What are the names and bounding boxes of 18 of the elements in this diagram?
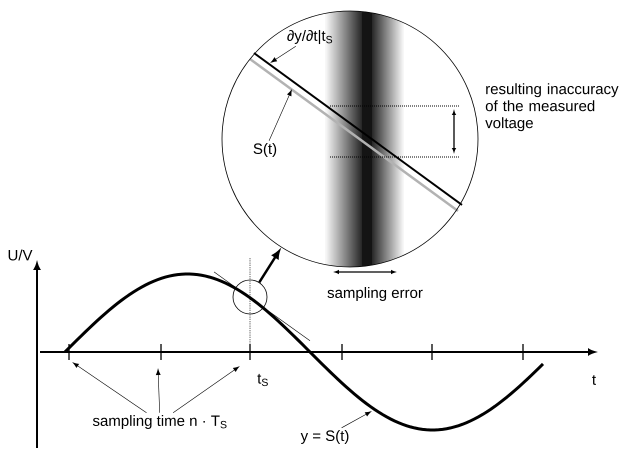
curve-label: S(t) xyxy=(254,143,276,157)
annotation-text: sampling time n · T$_{S}$ xyxy=(92,415,227,429)
leader-line xyxy=(341,411,372,428)
axis-label: t$_{S}$ xyxy=(257,374,268,386)
leader-line xyxy=(270,46,296,63)
annotation-text: resulting inaccuracy of the measured voltage xyxy=(485,83,619,132)
leader-line xyxy=(72,362,147,414)
magnified-view-circle xyxy=(222,10,478,268)
axis-label: t xyxy=(592,375,596,385)
leader-line xyxy=(156,368,161,414)
annotation-text: sampling error xyxy=(328,287,423,301)
leader-line xyxy=(268,90,292,142)
leader-line xyxy=(172,366,240,414)
curve-label: y = S(t) xyxy=(300,430,348,444)
arrow xyxy=(258,250,280,283)
magnifier-circle xyxy=(232,280,268,314)
derivative-label: ∂y/∂t|t$_{S}$ xyxy=(287,30,332,44)
axis-label: U/V xyxy=(8,249,32,260)
